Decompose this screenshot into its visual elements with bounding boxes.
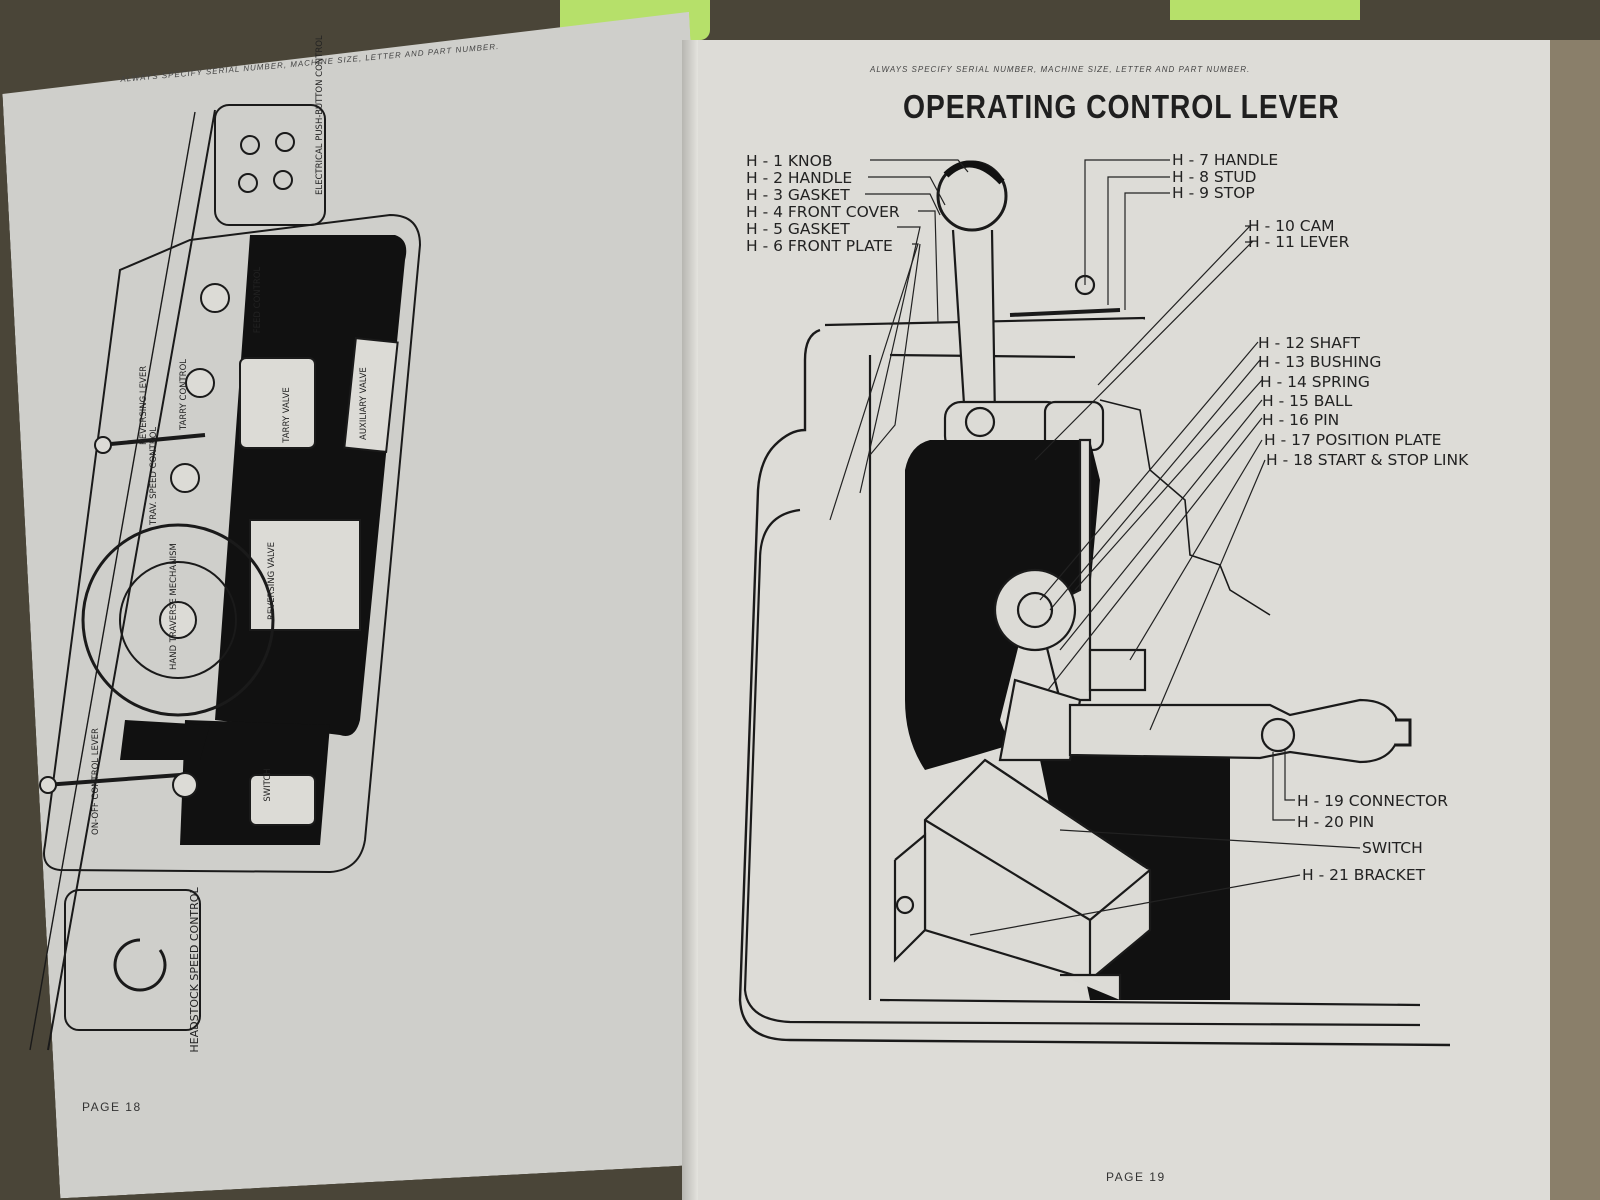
part-label: H - 19 CONNECTOR — [1297, 792, 1449, 810]
part-label: H - 18 START & STOP LINK — [1266, 451, 1469, 469]
left-diagram — [29, 104, 422, 1051]
part-label: H - 16 PIN — [1262, 411, 1340, 429]
label-headstock: HEADSTOCK SPEED CONTROL — [188, 887, 201, 1053]
part-label: H - 3 GASKET — [746, 186, 850, 204]
label-reversing-lever: REVERSING LEVER — [139, 365, 149, 445]
left-page-number: PAGE 18 — [82, 1100, 142, 1114]
right-page — [690, 40, 1550, 1200]
right-page-number: PAGE 19 — [1106, 1170, 1166, 1184]
book-edge — [1540, 40, 1600, 1200]
part-label: H - 11 LEVER — [1248, 233, 1350, 251]
pushbutton-box — [214, 104, 326, 226]
label-feed: FEED CONTROL — [253, 266, 263, 334]
right-diagram — [738, 160, 1451, 1047]
label-reversing-valve: REVERSING VALVE — [267, 542, 277, 620]
label-auxiliary: AUXILIARY VALVE — [359, 367, 369, 440]
part-label: H - 20 PIN — [1297, 813, 1375, 831]
label-electrical: ELECTRICAL PUSH-BUTTON CONTROL — [315, 35, 325, 195]
part-label: H - 15 BALL — [1262, 392, 1353, 410]
part-label: H - 4 FRONT COVER — [746, 203, 900, 221]
right-mechanism — [893, 438, 1412, 1000]
part-label: H - 7 HANDLE — [1172, 151, 1279, 169]
green-object-right — [1170, 0, 1360, 20]
part-label: H - 17 POSITION PLATE — [1264, 431, 1442, 449]
part-label: SWITCH — [1362, 839, 1423, 857]
part-label: H - 14 SPRING — [1260, 373, 1370, 391]
label-trav-speed: TRAV. SPEED CONTROL — [149, 426, 159, 525]
part-label: H - 21 BRACKET — [1302, 866, 1426, 884]
leader-lines — [829, 159, 1361, 936]
label-tarry-valve: TARRY VALVE — [282, 387, 292, 443]
part-label: H - 1 KNOB — [746, 152, 833, 170]
part-label: H - 8 STUD — [1172, 168, 1257, 186]
label-switch: SWITCH — [263, 768, 273, 802]
left-controls — [39, 283, 399, 826]
label-tarry-control: TARRY CONTROL — [179, 358, 189, 430]
headstock-box — [64, 889, 201, 1031]
part-label: H - 13 BUSHING — [1258, 353, 1382, 371]
book-spine — [682, 40, 698, 1200]
label-hand-traverse: HAND TRAVERSE MECHANISM — [169, 543, 179, 670]
part-label: H - 12 SHAFT — [1258, 334, 1360, 352]
right-page-header: ALWAYS SPECIFY SERIAL NUMBER, MACHINE SI… — [870, 65, 1251, 74]
part-label: H - 6 FRONT PLATE — [746, 237, 893, 255]
part-label: H - 10 CAM — [1248, 217, 1335, 235]
part-label: H - 5 GASKET — [746, 220, 850, 238]
page-title: OPERATING CONTROL LEVER — [903, 88, 1340, 125]
label-on-off: ON-OFF CONTROL LEVER — [91, 728, 101, 835]
part-label: H - 9 STOP — [1172, 184, 1255, 202]
part-label: H - 2 HANDLE — [746, 169, 853, 187]
